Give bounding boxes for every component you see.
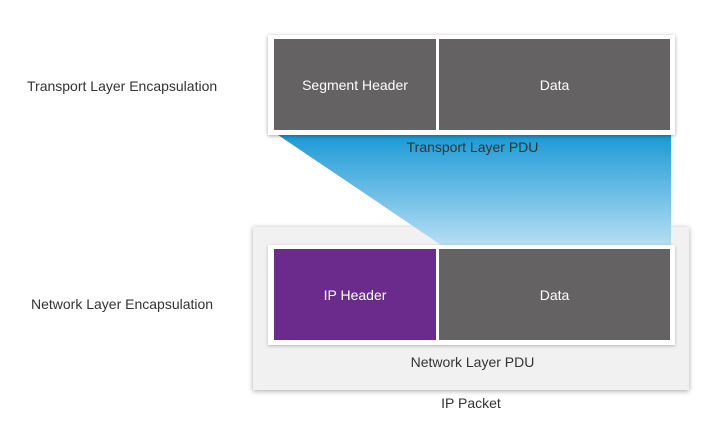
funnel-shape <box>278 135 671 245</box>
network-pdu-label: Network Layer PDU <box>410 354 535 370</box>
ip-header-label: IP Header <box>323 286 387 303</box>
ip-header-box: IP Header <box>272 247 438 342</box>
network-encapsulation-label: Network Layer Encapsulation <box>31 296 214 312</box>
transport-data-label: Data <box>539 76 570 93</box>
transport-encapsulation-label: Transport Layer Encapsulation <box>27 78 218 94</box>
segment-header-label: Segment Header <box>302 76 408 93</box>
transport-data-box: Data <box>437 37 672 132</box>
ip-packet-label: IP Packet <box>441 395 501 411</box>
transport-pdu-label: Transport Layer PDU <box>406 139 539 155</box>
segment-header-box: Segment Header <box>272 37 438 132</box>
network-data-label: Data <box>539 286 570 303</box>
network-data-box: Data <box>437 247 672 342</box>
